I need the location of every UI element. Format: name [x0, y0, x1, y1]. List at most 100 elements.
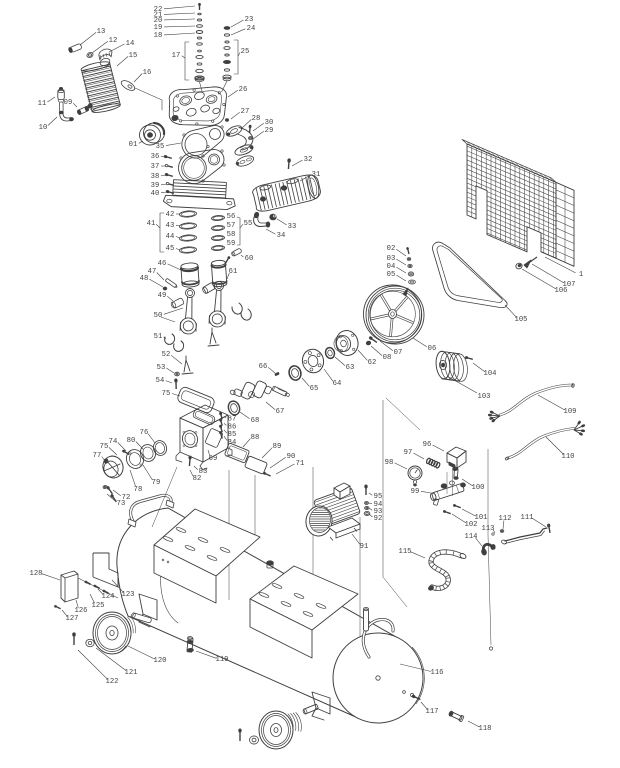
svg-text:95: 95: [374, 493, 383, 501]
svg-text:94: 94: [374, 501, 383, 509]
svg-text:124: 124: [102, 593, 115, 601]
svg-text:97: 97: [404, 449, 413, 457]
svg-text:59: 59: [227, 240, 236, 248]
svg-text:25: 25: [241, 48, 250, 56]
svg-text:31: 31: [312, 171, 321, 179]
svg-text:128: 128: [30, 570, 43, 578]
svg-text:99: 99: [411, 488, 420, 496]
svg-text:48: 48: [140, 275, 149, 283]
svg-text:77: 77: [93, 452, 102, 460]
svg-text:09: 09: [64, 99, 73, 107]
svg-text:07: 07: [394, 349, 403, 357]
svg-text:71: 71: [296, 460, 305, 468]
svg-text:119: 119: [216, 656, 229, 664]
svg-text:96: 96: [423, 441, 432, 449]
svg-text:36: 36: [151, 153, 160, 161]
svg-text:29: 29: [265, 127, 274, 135]
svg-text:22: 22: [154, 6, 163, 14]
svg-text:89: 89: [273, 443, 282, 451]
svg-text:32: 32: [304, 156, 313, 164]
svg-text:67: 67: [276, 408, 285, 416]
svg-text:52: 52: [162, 351, 171, 359]
svg-text:76: 76: [140, 429, 149, 437]
svg-text:85: 85: [228, 431, 237, 439]
svg-text:18: 18: [154, 32, 163, 40]
svg-text:17: 17: [172, 52, 181, 60]
svg-text:35: 35: [156, 143, 165, 151]
svg-text:41: 41: [147, 220, 156, 228]
svg-text:121: 121: [125, 669, 138, 677]
svg-text:55: 55: [244, 220, 253, 228]
svg-text:44: 44: [166, 233, 175, 241]
svg-text:93: 93: [374, 508, 383, 516]
svg-text:105: 105: [515, 316, 528, 324]
svg-text:63: 63: [346, 364, 355, 372]
svg-text:80: 80: [127, 437, 136, 445]
svg-text:62: 62: [368, 359, 377, 367]
svg-text:57: 57: [227, 222, 236, 230]
svg-text:15: 15: [129, 52, 138, 60]
svg-text:45: 45: [166, 245, 175, 253]
svg-text:114: 114: [465, 533, 478, 541]
svg-text:49: 49: [158, 292, 167, 300]
svg-text:117: 117: [426, 708, 439, 716]
svg-text:82: 82: [193, 475, 202, 483]
svg-text:126: 126: [75, 607, 88, 615]
svg-text:24: 24: [247, 25, 256, 33]
svg-text:12: 12: [109, 37, 118, 45]
svg-text:60: 60: [245, 255, 254, 263]
svg-text:91: 91: [360, 543, 369, 551]
svg-text:103: 103: [478, 393, 491, 401]
svg-text:68: 68: [251, 417, 260, 425]
svg-text:34: 34: [277, 232, 286, 240]
svg-text:100: 100: [472, 484, 485, 492]
svg-text:38: 38: [151, 173, 160, 181]
svg-text:39: 39: [151, 182, 160, 190]
svg-text:90: 90: [287, 453, 296, 461]
svg-text:50: 50: [154, 312, 163, 320]
svg-text:122: 122: [106, 678, 119, 686]
svg-text:66: 66: [259, 363, 268, 371]
svg-text:106: 106: [555, 287, 568, 295]
svg-text:98: 98: [385, 459, 394, 467]
svg-text:13: 13: [97, 28, 106, 36]
svg-text:123: 123: [122, 591, 135, 599]
svg-text:111: 111: [521, 514, 534, 522]
svg-text:21: 21: [154, 12, 163, 20]
svg-text:75: 75: [100, 443, 109, 451]
svg-text:116: 116: [431, 669, 444, 677]
svg-text:61: 61: [229, 268, 238, 276]
svg-text:110: 110: [562, 453, 575, 461]
svg-text:102: 102: [465, 521, 478, 529]
svg-text:87: 87: [228, 416, 237, 424]
svg-text:56: 56: [227, 213, 236, 221]
svg-text:46: 46: [158, 260, 167, 268]
svg-text:42: 42: [166, 211, 175, 219]
svg-text:01: 01: [129, 141, 138, 149]
svg-text:101: 101: [475, 514, 488, 522]
svg-text:10: 10: [39, 124, 48, 132]
svg-text:54: 54: [156, 377, 165, 385]
svg-text:19: 19: [154, 24, 163, 32]
svg-text:78: 78: [134, 486, 143, 494]
svg-text:47: 47: [148, 268, 157, 276]
svg-text:65: 65: [310, 385, 319, 393]
svg-text:43: 43: [166, 222, 175, 230]
svg-text:127: 127: [66, 615, 79, 623]
svg-text:69: 69: [209, 455, 218, 463]
svg-text:92: 92: [374, 515, 383, 523]
svg-text:109: 109: [564, 408, 577, 416]
svg-text:58: 58: [227, 231, 236, 239]
svg-text:75: 75: [162, 390, 171, 398]
svg-text:118: 118: [479, 725, 492, 733]
svg-text:08: 08: [383, 354, 392, 362]
svg-text:64: 64: [333, 380, 342, 388]
svg-text:107: 107: [563, 281, 576, 289]
svg-text:14: 14: [126, 40, 135, 48]
svg-text:84: 84: [228, 439, 237, 447]
svg-text:79: 79: [152, 479, 161, 487]
svg-text:04: 04: [387, 263, 396, 271]
svg-text:120: 120: [154, 657, 167, 665]
svg-text:28: 28: [252, 115, 261, 123]
svg-text:03: 03: [387, 255, 396, 263]
